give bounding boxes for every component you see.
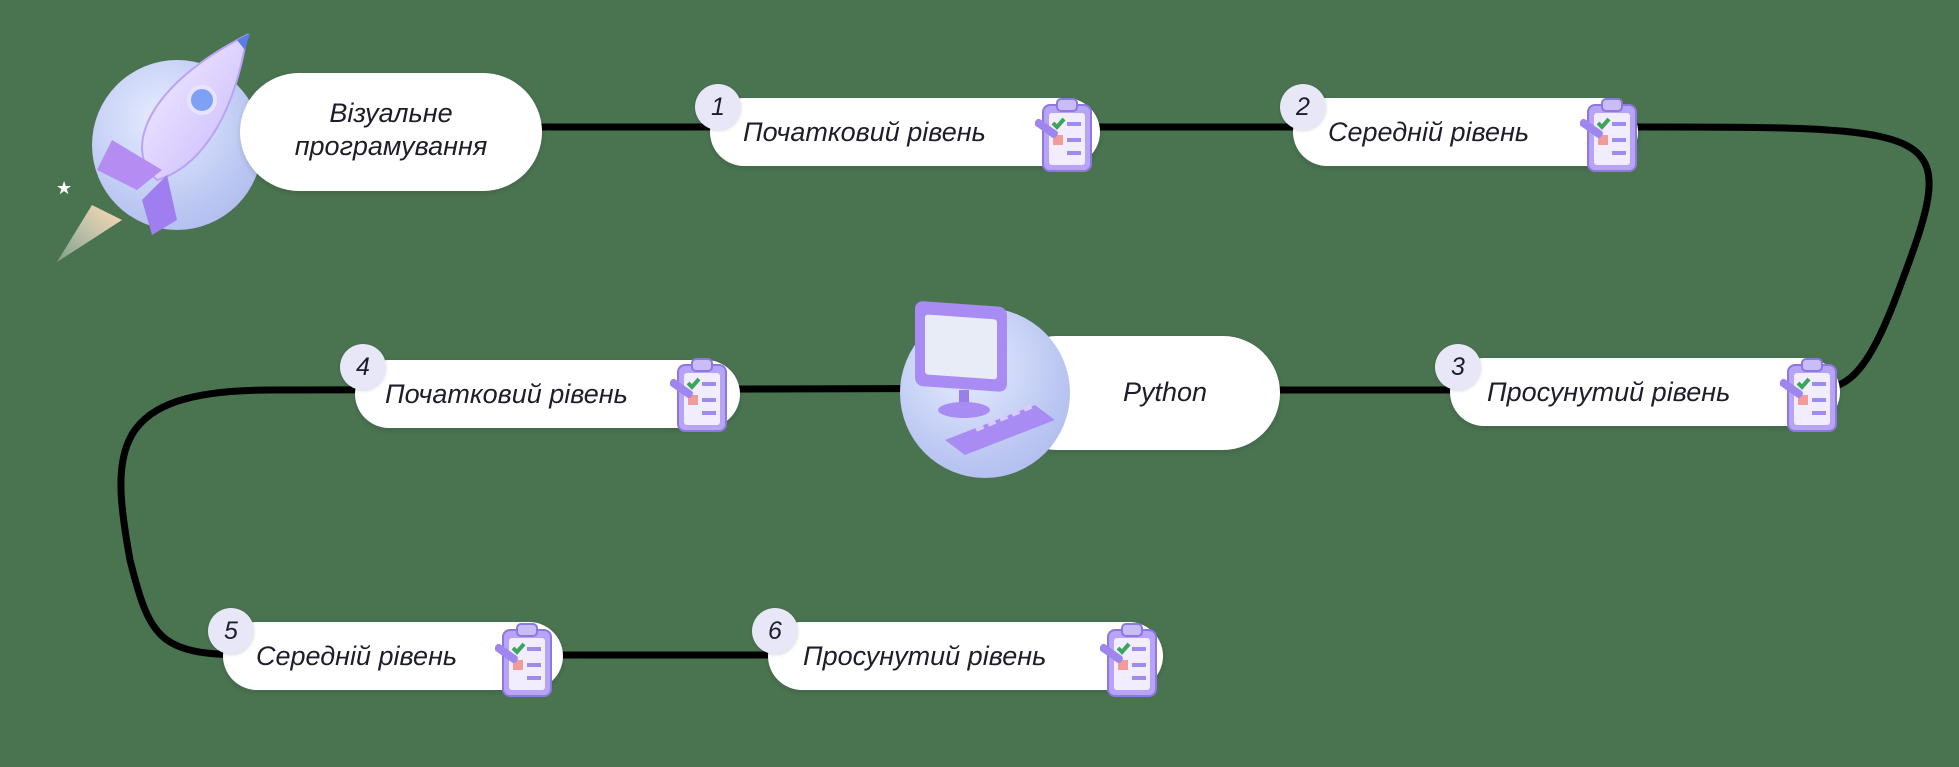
step-2-pill[interactable]: Середній рівень <box>1293 98 1638 166</box>
step-3-pill[interactable]: Просунутий рівень <box>1450 358 1840 426</box>
checklist-icon <box>1100 622 1158 698</box>
rocket-icon: ★ <box>56 33 250 262</box>
checklist-icon <box>1035 97 1093 173</box>
checklist-icon <box>1780 357 1838 433</box>
checklist-icon <box>670 357 728 433</box>
step-6-label: Просунутий рівень <box>803 640 1047 671</box>
start-title-line1: Візуальне <box>329 98 453 128</box>
start-pill: Візуальне програмування <box>240 73 542 191</box>
step-3-badge: 3 <box>1435 344 1481 390</box>
step-2-badge: 2 <box>1280 84 1326 130</box>
step-4-label: Початковий рівень <box>385 378 628 409</box>
start-title-line2: програмування <box>294 131 488 161</box>
step-5-label: Середній рівень <box>256 640 458 671</box>
step-6-badge: 6 <box>752 608 798 654</box>
step-3-label: Просунутий рівень <box>1487 376 1731 407</box>
step-4-badge: 4 <box>340 344 386 390</box>
checklist-icon <box>495 622 553 698</box>
step-6-pill[interactable]: Просунутий рівень <box>768 622 1163 690</box>
step-1-badge: 1 <box>695 84 741 130</box>
computer-icon <box>915 301 1055 455</box>
step-5-badge: 5 <box>208 608 254 654</box>
step-1-pill[interactable]: Початковий рівень <box>710 98 1100 166</box>
step-1-label: Початковий рівень <box>743 116 986 147</box>
step-2-label: Середній рівень <box>1328 116 1530 147</box>
checklist-icon <box>1580 97 1638 173</box>
step-4-pill[interactable]: Початковий рівень <box>355 360 740 428</box>
python-title: Python <box>1122 377 1208 407</box>
svg-text:★: ★ <box>56 178 72 198</box>
